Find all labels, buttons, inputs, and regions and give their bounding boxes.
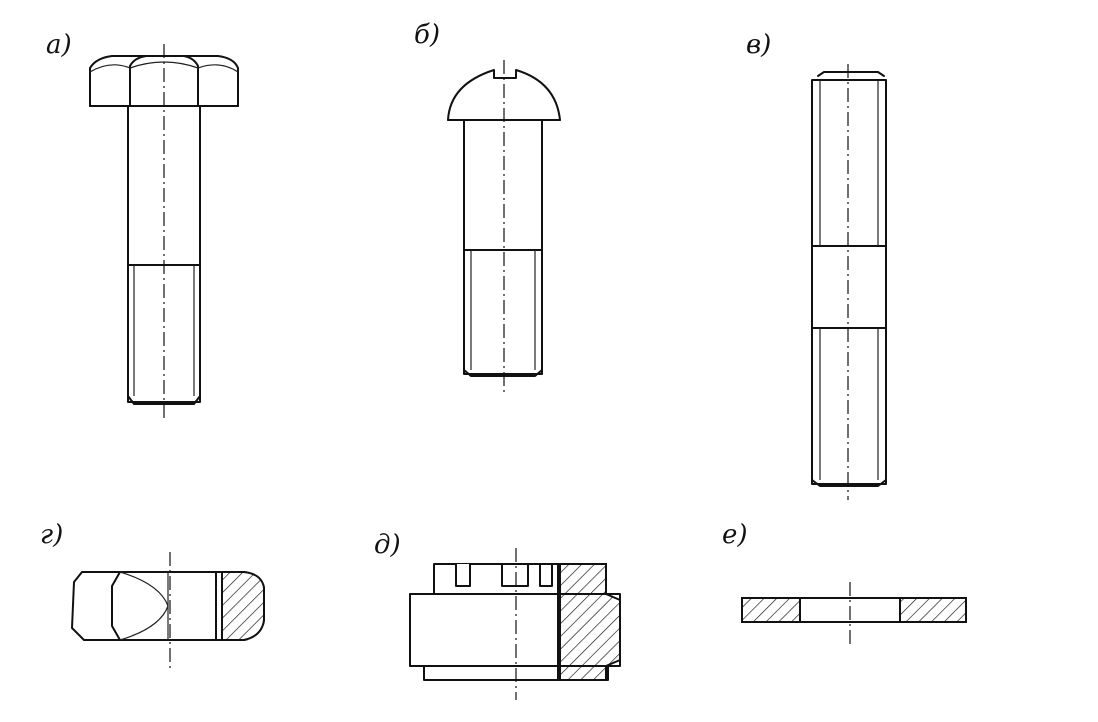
hex-bolt-drawing (89, 44, 239, 418)
washer-drawing (741, 582, 967, 644)
label-e: е) (722, 520, 748, 550)
label-d: д) (374, 530, 401, 560)
label-g: г) (40, 520, 64, 550)
label-a: а) (46, 30, 72, 60)
label-v: в) (746, 30, 772, 60)
round-head-screw-drawing (447, 60, 561, 392)
label-b: б) (414, 20, 441, 50)
hex-nut-drawing (71, 552, 265, 668)
stud-drawing (811, 64, 887, 500)
castle-nut-drawing (409, 548, 621, 700)
